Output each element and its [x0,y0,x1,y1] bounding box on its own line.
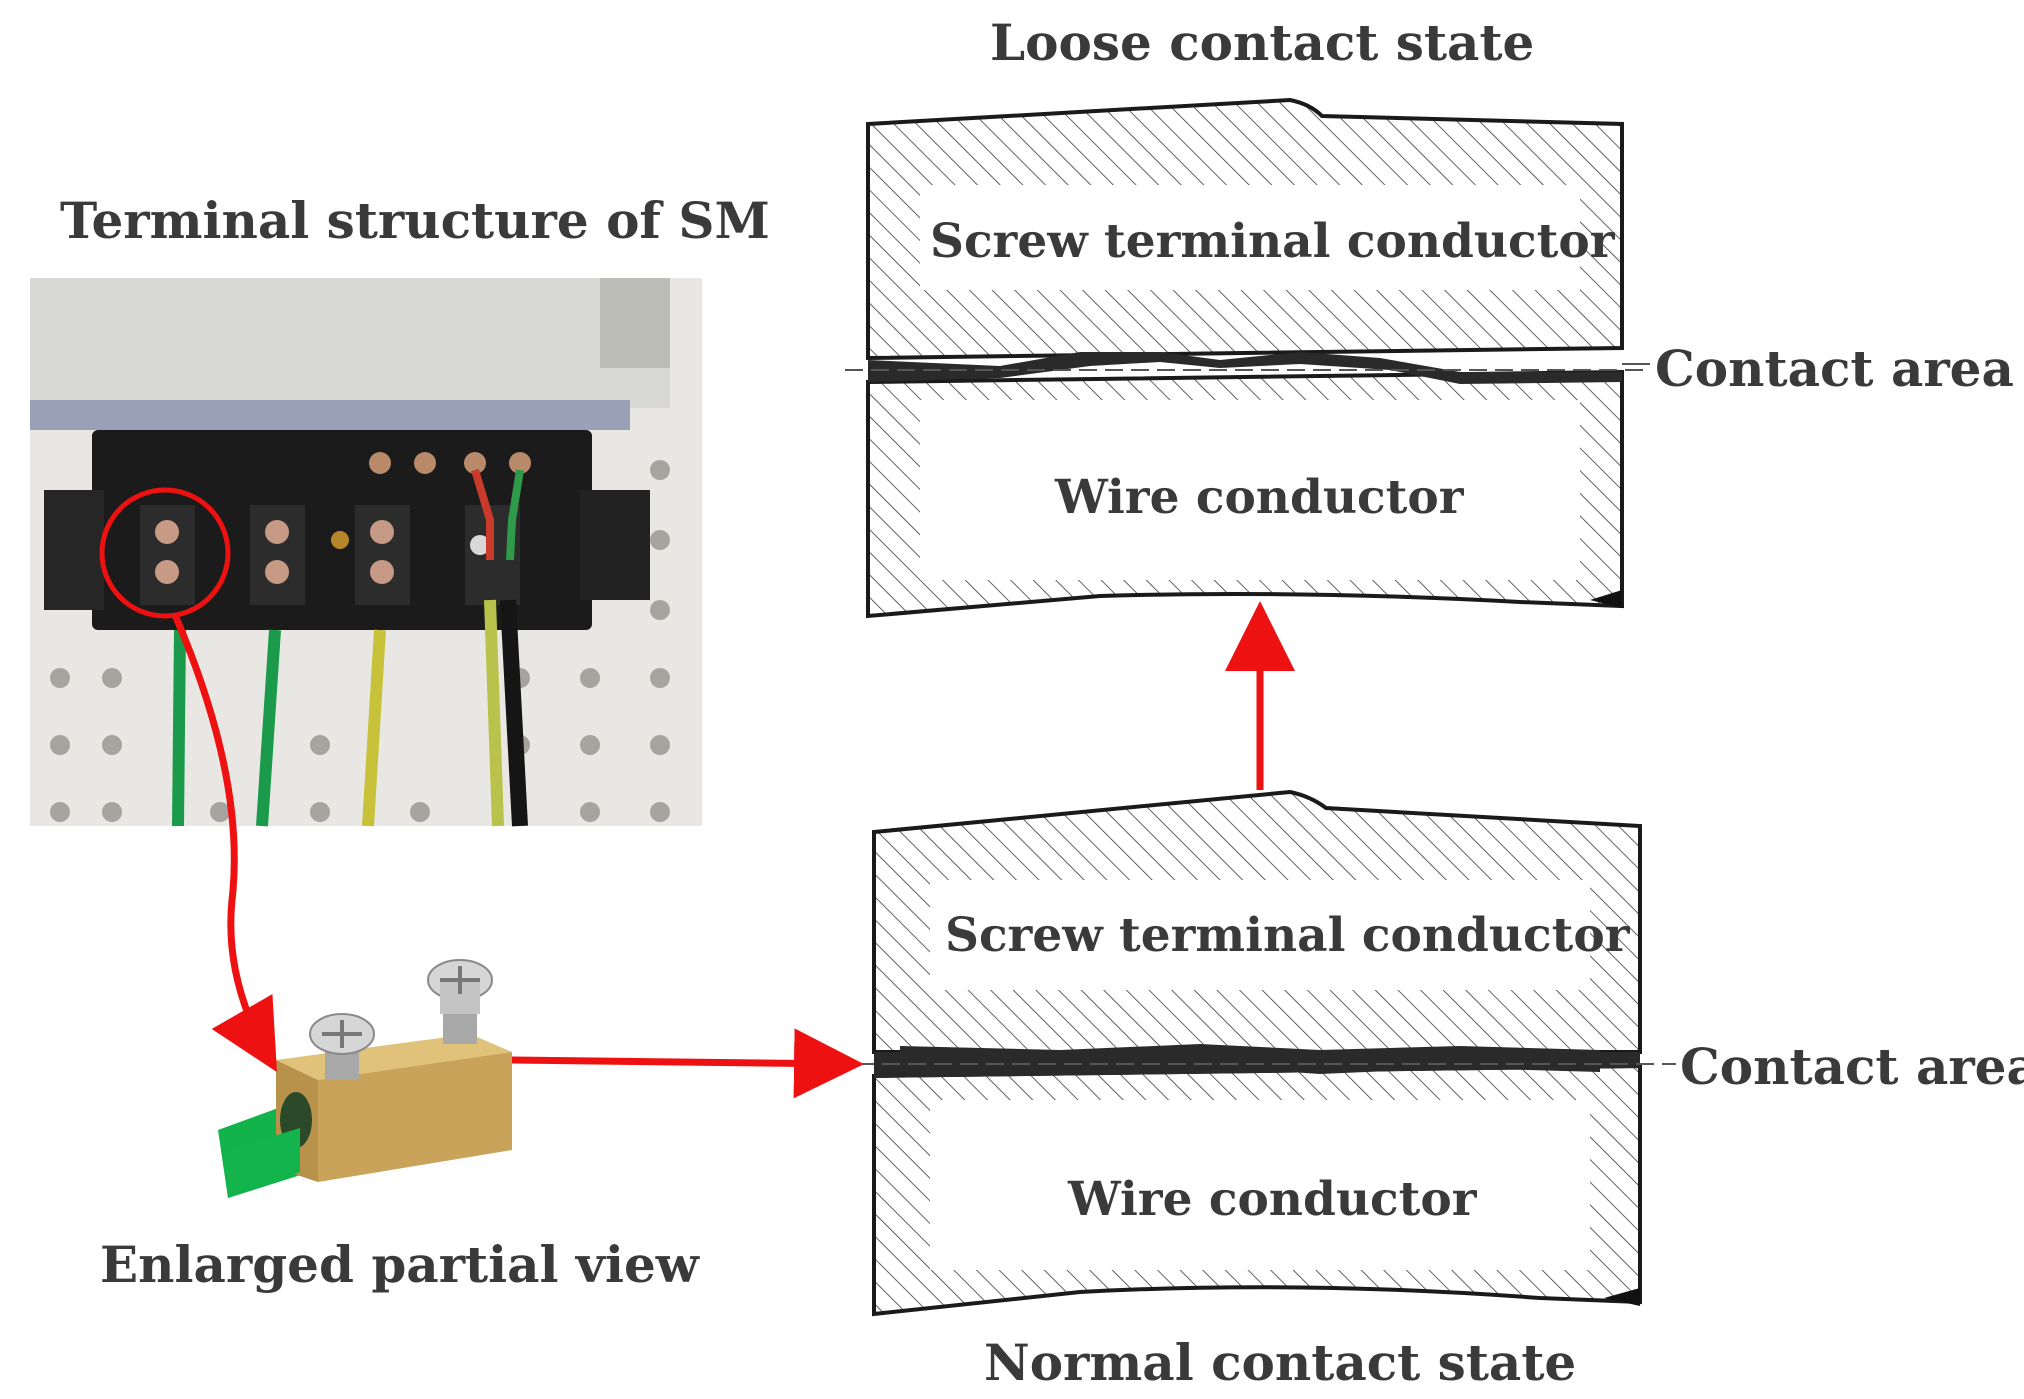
loose-corner-mark [1590,590,1622,608]
enlarged-connector [218,959,512,1198]
wire-yellow [362,629,386,827]
signal-wire-red [471,468,494,560]
signal-wire-green [506,469,524,561]
normal-screw-label: Screw terminal conductor [945,908,1630,963]
loose-bottom-block [866,369,1624,619]
green-cable-in [222,1128,300,1198]
arrow-enlarged-to-normal [511,1028,864,1099]
meter-body-edge [30,400,630,430]
loose-top-block [866,97,1624,361]
meter-cover-right [600,278,670,368]
highlight-circle [99,487,231,619]
normal-bottom-block [872,1063,1642,1317]
wire-green-1 [172,629,186,827]
normal-contact-fill [900,1044,1600,1074]
normal-contact-diagram [856,789,1676,1317]
enlarged-caption: Enlarged partial view [100,1235,699,1294]
brass-block-side [318,1052,512,1182]
normal-corner-mark [1604,1288,1640,1306]
screw-right [427,959,493,1044]
normal-contact-label: Contact area [1680,1037,2024,1096]
loose-contact-diagram [845,97,1650,619]
terminal-block-right [580,490,650,600]
loose-wire-label: Wire conductor [1055,470,1464,525]
arrow-photo-to-enlarged [171,613,277,1073]
loose-contact-gap [868,352,1622,384]
wire-yellow-green [484,599,504,827]
pegboard-holes [50,460,670,822]
terminal-block-side [44,490,104,610]
loose-title: Loose contact state [990,13,1535,72]
normal-title: Normal contact state [984,1333,1577,1392]
loose-screw-label: Screw terminal conductor [930,214,1615,269]
loose-contact-label: Contact area [1655,339,2014,398]
upper-screws [369,452,531,474]
loose-top-label-bg [920,185,1580,290]
wire-black [500,599,528,827]
normal-top-block [872,789,1642,1054]
wire-green-2 [256,629,281,827]
normal-wire-label: Wire conductor [1068,1172,1477,1227]
normal-top-label-bg [930,880,1590,990]
terminal-photo [30,278,702,827]
screw-left [309,1013,375,1080]
flow-arrows [171,601,1295,1099]
loose-bottom-label-bg [920,400,1580,580]
meter-cover [30,278,670,408]
photo-title: Terminal structure of SM [60,191,770,250]
normal-bottom-label-bg [930,1100,1590,1270]
